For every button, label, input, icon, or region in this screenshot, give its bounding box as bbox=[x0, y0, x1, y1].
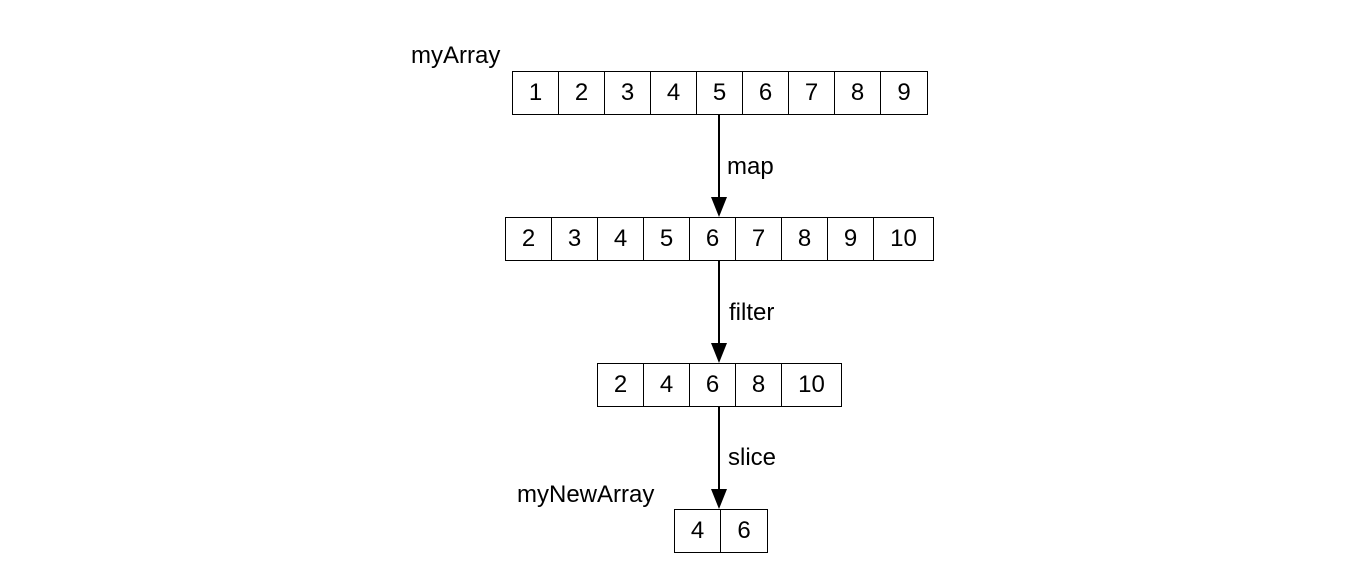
array-cell: 8 bbox=[835, 72, 881, 114]
array-cell: 3 bbox=[605, 72, 651, 114]
filter-arrow-head bbox=[711, 343, 727, 363]
array-cell: 2 bbox=[506, 218, 552, 260]
array-cell: 6 bbox=[690, 364, 736, 406]
map-arrow-line bbox=[718, 115, 720, 199]
array-cell: 9 bbox=[897, 79, 911, 106]
array-cell: 8 bbox=[782, 218, 828, 260]
array-row-filtered: 2 4 6 8 10 bbox=[597, 363, 842, 407]
array-cell: 5 bbox=[697, 72, 743, 114]
array-cell: 6 bbox=[743, 72, 789, 114]
array-cell: 4 bbox=[598, 218, 644, 260]
array-row-mapped: 2 3 4 5 6 7 8 9 10 bbox=[505, 217, 934, 261]
array-label-my-new-array: myNewArray bbox=[517, 481, 655, 508]
array-cell: 4 bbox=[651, 72, 697, 114]
array-cell: 10 bbox=[798, 371, 825, 398]
slice-arrow-line bbox=[718, 407, 720, 491]
array-row-my-array: 1 2 3 4 5 6 7 8 9 bbox=[512, 71, 928, 115]
array-cell: 1 bbox=[513, 72, 559, 114]
operation-label-slice: slice bbox=[728, 444, 777, 471]
array-cell: 7 bbox=[789, 72, 835, 114]
filter-arrow-line bbox=[718, 261, 720, 345]
array-row-my-new-array: 4 6 bbox=[674, 509, 768, 553]
array-cell: 4 bbox=[644, 364, 690, 406]
map-arrow-head bbox=[711, 197, 727, 217]
array-cell: 7 bbox=[736, 218, 782, 260]
array-cell: 9 bbox=[828, 218, 874, 260]
array-cell: 6 bbox=[690, 218, 736, 260]
array-cell: 2 bbox=[559, 72, 605, 114]
array-cell: 10 bbox=[890, 225, 917, 252]
array-label-my-array: myArray bbox=[411, 42, 501, 69]
array-cell: 2 bbox=[598, 364, 644, 406]
slice-arrow-head bbox=[711, 489, 727, 509]
array-cell: 5 bbox=[644, 218, 690, 260]
operation-label-filter: filter bbox=[729, 299, 775, 326]
array-cell: 4 bbox=[675, 510, 721, 552]
operation-label-map: map bbox=[727, 153, 774, 180]
array-cell: 3 bbox=[552, 218, 598, 260]
array-cell: 6 bbox=[737, 517, 751, 544]
array-cell: 8 bbox=[736, 364, 782, 406]
